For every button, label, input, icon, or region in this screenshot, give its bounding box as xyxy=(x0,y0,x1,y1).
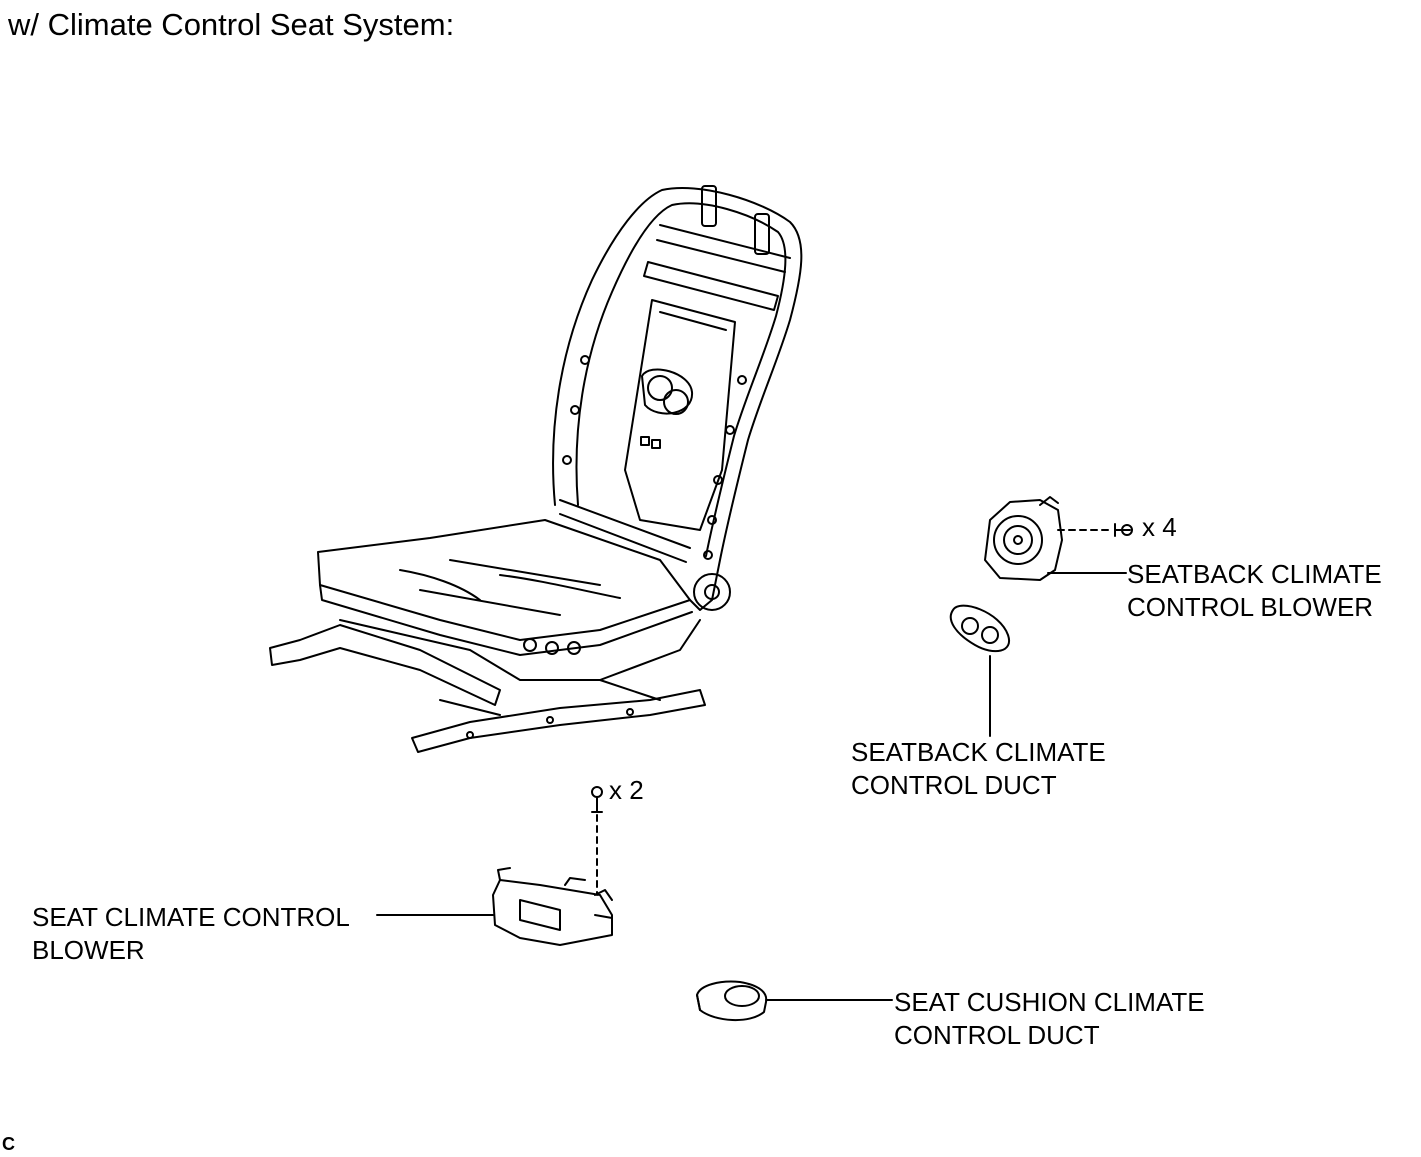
seat-screw-icon xyxy=(592,787,602,895)
seatback-duct-label-line1: SEATBACK CLIMATE xyxy=(851,737,1106,767)
seatback-blower-label-line1: SEATBACK CLIMATE xyxy=(1127,559,1382,589)
seatback-duct-illustration xyxy=(951,606,1009,652)
seatback-screw-icon xyxy=(1058,524,1132,536)
seatback-blower-illustration xyxy=(985,497,1062,580)
seatback-blower-label-line2: CONTROL BLOWER xyxy=(1127,592,1374,622)
seat-blower-illustration xyxy=(493,868,612,945)
seatback-screw-quantity: x 4 xyxy=(1142,512,1177,542)
seatback-duct-label-line2: CONTROL DUCT xyxy=(851,770,1057,800)
seat-screw-quantity: x 2 xyxy=(609,775,644,805)
corner-mark: C xyxy=(2,1134,15,1154)
seat-frame-illustration xyxy=(270,186,801,752)
cushion-duct-illustration xyxy=(697,982,766,1020)
cushion-duct-label-line2: CONTROL DUCT xyxy=(894,1020,1100,1050)
cushion-duct-label: SEAT CUSHION CLIMATE CONTROL DUCT xyxy=(894,986,1205,1052)
seat-blower-label: SEAT CLIMATE CONTROL BLOWER xyxy=(32,901,350,967)
seatback-blower-label: SEATBACK CLIMATE CONTROL BLOWER xyxy=(1127,558,1382,624)
seatback-duct-label: SEATBACK CLIMATE CONTROL DUCT xyxy=(851,736,1106,802)
seat-blower-label-line2: BLOWER xyxy=(32,935,145,965)
page-title: w/ Climate Control Seat System: xyxy=(8,7,455,42)
cushion-duct-label-line1: SEAT CUSHION CLIMATE xyxy=(894,987,1205,1017)
seat-blower-label-line1: SEAT CLIMATE CONTROL xyxy=(32,902,350,932)
